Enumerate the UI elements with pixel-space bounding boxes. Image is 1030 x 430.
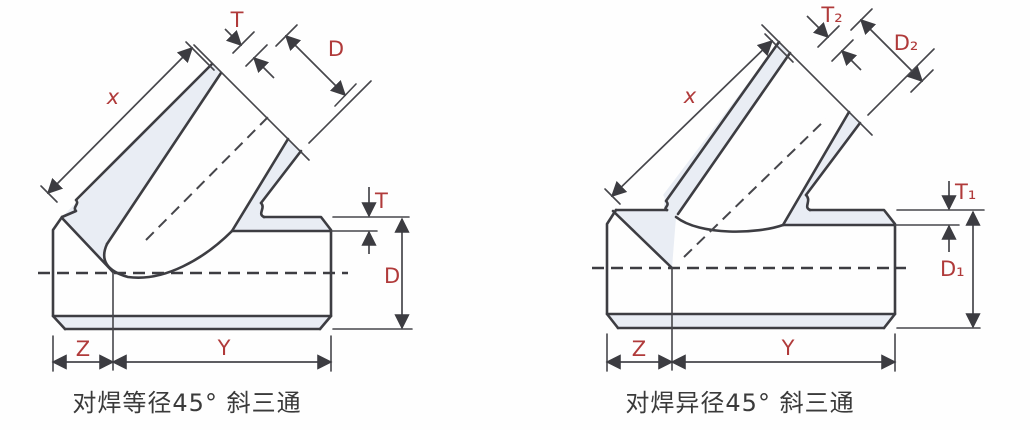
- figure-equal-lateral-tee: x T D T D Z Y 对焊等径45° 斜三通: [38, 8, 413, 417]
- branch-wall-tick-outer: [232, 31, 255, 54]
- branch-od-tick-lower: [334, 83, 357, 107]
- branch-left-wall-fill: [663, 42, 790, 217]
- branch-centerline: [145, 112, 273, 241]
- run-od-label: D₁: [940, 257, 965, 281]
- crotch-line: [611, 209, 674, 270]
- run-bottom-wall-fill: [607, 314, 895, 328]
- branch-od-tick-upper: [275, 24, 298, 47]
- branch-outer-right-line: [804, 121, 862, 197]
- branch-weld-curve-right: [804, 193, 812, 212]
- branch-od-label: D₂: [894, 31, 919, 55]
- branch-wall-dim-upper: [224, 28, 243, 47]
- run-bottom-wall-fill: [53, 316, 331, 329]
- branch-bore-curve: [674, 215, 785, 233]
- run-left-end-outline: [605, 208, 620, 330]
- x-extension-tick-top: [764, 33, 794, 63]
- figure-reducing-lateral-tee: x T₂ D₂ T₁ D₁ Z Y 对焊异径45° 斜三通: [592, 3, 985, 417]
- branch-od-label: D: [328, 37, 344, 61]
- y-segment-label: Y: [217, 336, 231, 360]
- branch-wall-thickness-label: T₂: [820, 3, 842, 27]
- branch-wall-tick-inner: [831, 39, 854, 62]
- branch-inner-right-line: [781, 110, 851, 227]
- branch-wall-thickness-label: T: [230, 8, 244, 32]
- run-wall-thickness-label: T: [374, 189, 388, 213]
- y-segment-label: Y: [781, 336, 795, 360]
- x-dimension-arrow: [610, 39, 774, 198]
- branch-outer-right-extension: [867, 48, 935, 116]
- branch-wall-tick-inner: [245, 44, 268, 67]
- z-segment-label: Z: [76, 337, 90, 361]
- crotch-line: [60, 216, 115, 274]
- run-wall-thickness-label: T₁: [954, 180, 976, 204]
- figure-caption-equal: 对焊等径45° 斜三通: [72, 389, 301, 417]
- branch-inner-right-line: [230, 137, 290, 233]
- branch-wall-dim-upper: [806, 15, 830, 39]
- branch-right-wall-and-run-top-fill: [783, 112, 895, 225]
- run-left-end-outline: [51, 215, 67, 331]
- x-extension-tick-bottom: [40, 185, 58, 203]
- branch-end-face-line: [193, 44, 310, 161]
- branch-outer-left-line: [664, 40, 781, 212]
- figure-caption-reducing: 对焊异径45° 斜三通: [625, 389, 854, 417]
- run-od-label: D: [384, 264, 400, 288]
- branch-weld-curve-right: [259, 201, 266, 219]
- branch-length-label: x: [683, 84, 697, 108]
- branch-od-dimension-arrow: [284, 34, 347, 97]
- branch-left-wall-fill: [53, 64, 221, 277]
- branch-outer-right-line: [259, 149, 303, 205]
- branch-outer-right-extension: [308, 80, 372, 144]
- branch-wall-dim-lower: [840, 49, 862, 71]
- branch-wall-tick-outer: [817, 25, 840, 48]
- x-dimension-arrow: [46, 46, 194, 195]
- branch-bore-curve: [102, 229, 234, 279]
- x-extension-tick-bottom: [604, 188, 621, 205]
- branch-right-wall-and-run-top-fill: [232, 139, 331, 231]
- branch-outer-left-line: [60, 62, 214, 219]
- z-segment-label: Z: [632, 337, 646, 361]
- branch-length-label: x: [106, 85, 120, 109]
- branch-end-face-line: [761, 24, 873, 136]
- x-extension-tick-top: [185, 41, 215, 71]
- branch-od-tick-lower: [910, 69, 934, 93]
- branch-od-tick-upper: [850, 8, 873, 31]
- branch-wall-dim-lower: [252, 56, 275, 79]
